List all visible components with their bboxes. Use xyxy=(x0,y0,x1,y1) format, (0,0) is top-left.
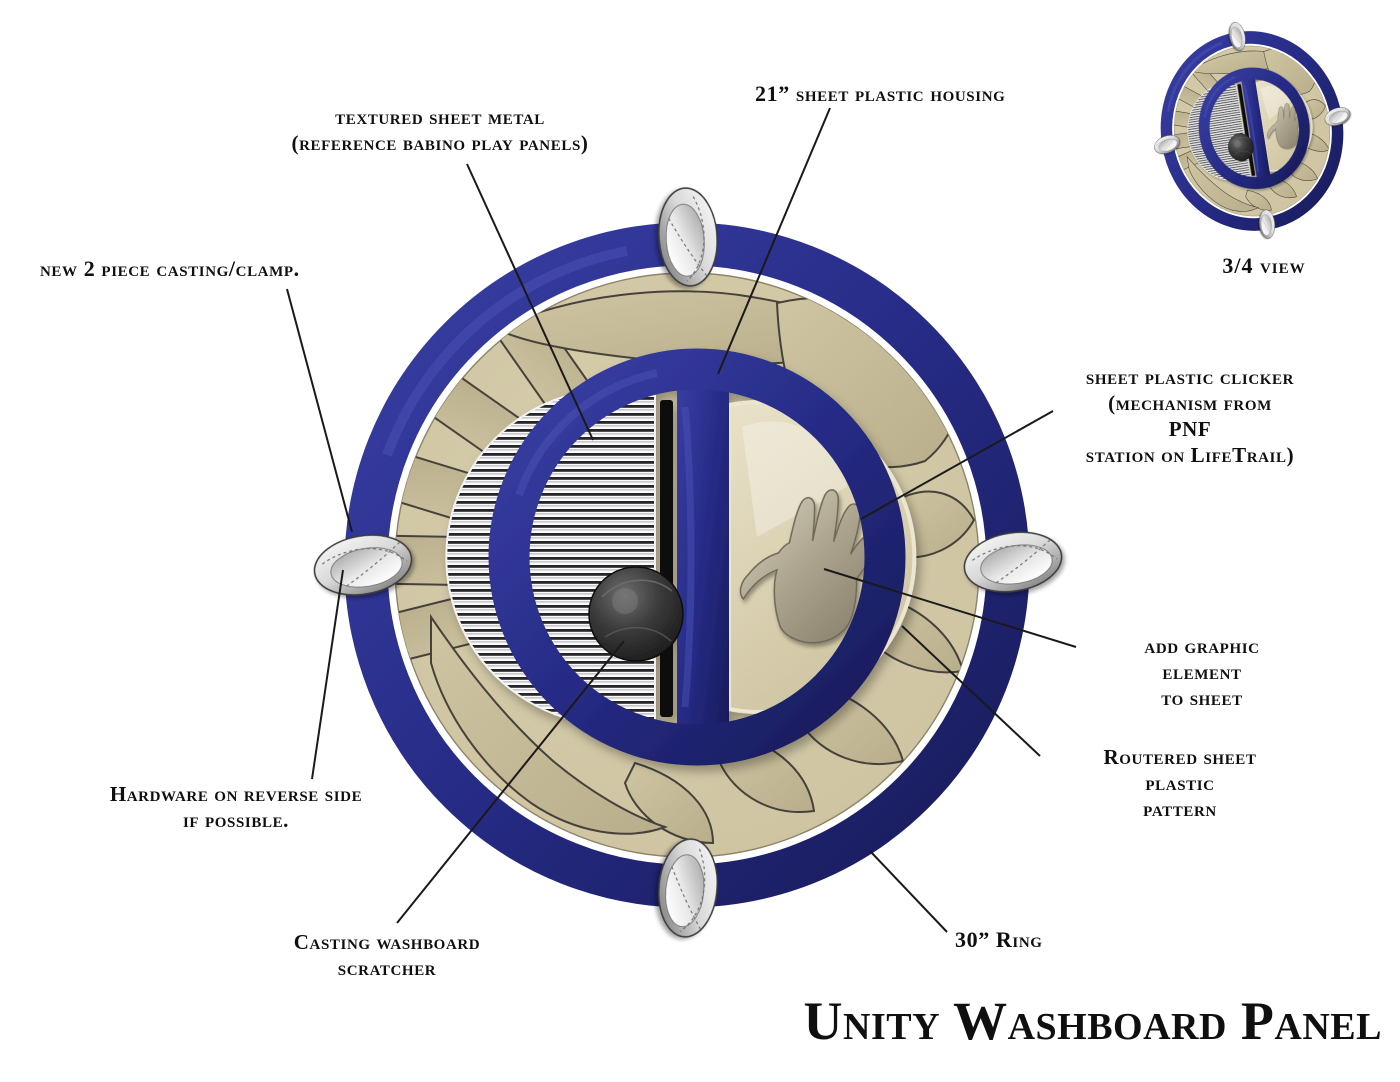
leader-scratcher xyxy=(396,640,625,924)
leader-casting-clamp xyxy=(286,288,353,533)
leader-lines xyxy=(286,107,1077,933)
page-title: Unity Washboard Panel xyxy=(803,991,1382,1051)
three-quarter-view xyxy=(1136,6,1369,255)
annotation-graphic-element: add graphic element to sheet xyxy=(1144,634,1260,711)
annotation-routered-pattern: Routered sheet plastic pattern xyxy=(1103,745,1257,822)
annotation-casting-clamp: new 2 piece casting/clamp. xyxy=(40,256,300,281)
front-view xyxy=(310,186,1066,939)
annotation-sheet-plastic-housing: 21” sheet plastic housing xyxy=(755,81,1006,106)
annotation-sheet-plastic-clicker: sheet plastic clicker (mechanism from PN… xyxy=(1085,365,1295,468)
three-quarter-view-label: 3/4 view xyxy=(1222,253,1306,278)
annotation-textured-sheet-metal: textured sheet metal (reference babino p… xyxy=(291,105,589,156)
leader-graphic-element xyxy=(823,568,1077,648)
leader-plastic-housing xyxy=(717,107,831,375)
leader-routered-pattern xyxy=(901,625,1041,757)
leader-plastic-clicker xyxy=(860,410,1054,520)
annotation-scratcher: Casting washboard scratcher xyxy=(293,930,481,981)
annotation-hardware: Hardware on reverse side if possible. xyxy=(109,782,363,833)
leader-ring xyxy=(869,850,948,933)
leader-textured-metal xyxy=(466,163,594,441)
annotation-ring-size: 30” Ring xyxy=(955,927,1043,952)
leader-hardware xyxy=(311,569,344,780)
